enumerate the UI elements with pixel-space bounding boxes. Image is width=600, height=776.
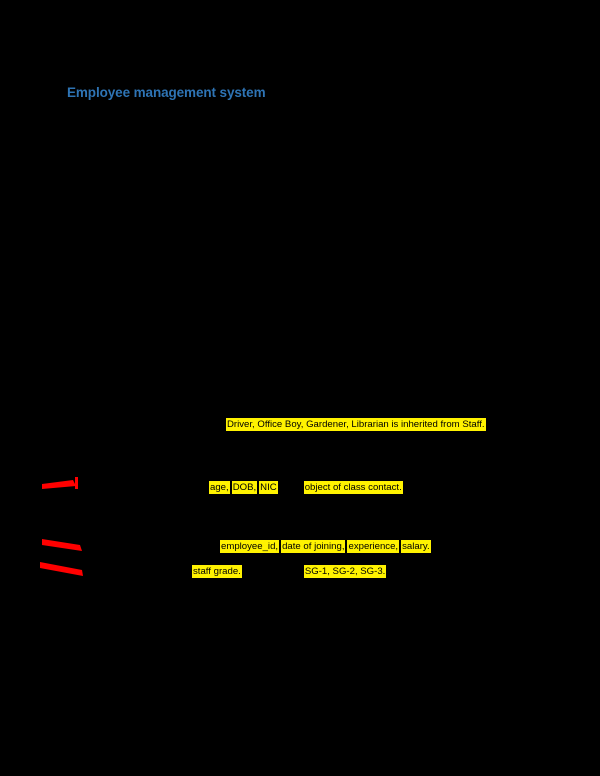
- marker-stroke-1: [40, 472, 86, 494]
- highlight-attribute-dob: DOB,: [231, 481, 258, 494]
- annotation-inheritance-note: Driver, Office Boy, Gardener, Librarian …: [226, 418, 486, 431]
- highlight-attribute-employee-id: employee_id,: [220, 540, 280, 553]
- highlight-inheritance-text: Driver, Office Boy, Gardener, Librarian …: [226, 418, 486, 431]
- marker-stroke-2: [40, 534, 92, 554]
- highlight-attribute-age: age,: [209, 481, 230, 494]
- highlight-staff-grade-values: SG-1, SG-2, SG-3.: [303, 565, 387, 578]
- marker-stroke-3: [38, 556, 92, 578]
- page-title: Employee management system: [67, 85, 266, 100]
- highlight-attribute-salary: salary.: [401, 540, 431, 553]
- annotation-person-attributes: age, DOB, NIC object of class contact.: [209, 481, 403, 494]
- highlight-contact-object-note: object of class contact.: [303, 481, 403, 494]
- highlight-attribute-experience: experience,: [347, 540, 400, 553]
- highlight-attribute-nic: NIC: [259, 481, 278, 494]
- highlight-attribute-date-of-joining: date of joining,: [281, 540, 346, 553]
- annotation-staff-attributes: employee_id, date of joining, experience…: [220, 540, 431, 553]
- highlight-staff-grade-label: staff grade.: [192, 565, 242, 578]
- annotation-staff-grade: staff grade. SG-1, SG-2, SG-3.: [192, 565, 387, 578]
